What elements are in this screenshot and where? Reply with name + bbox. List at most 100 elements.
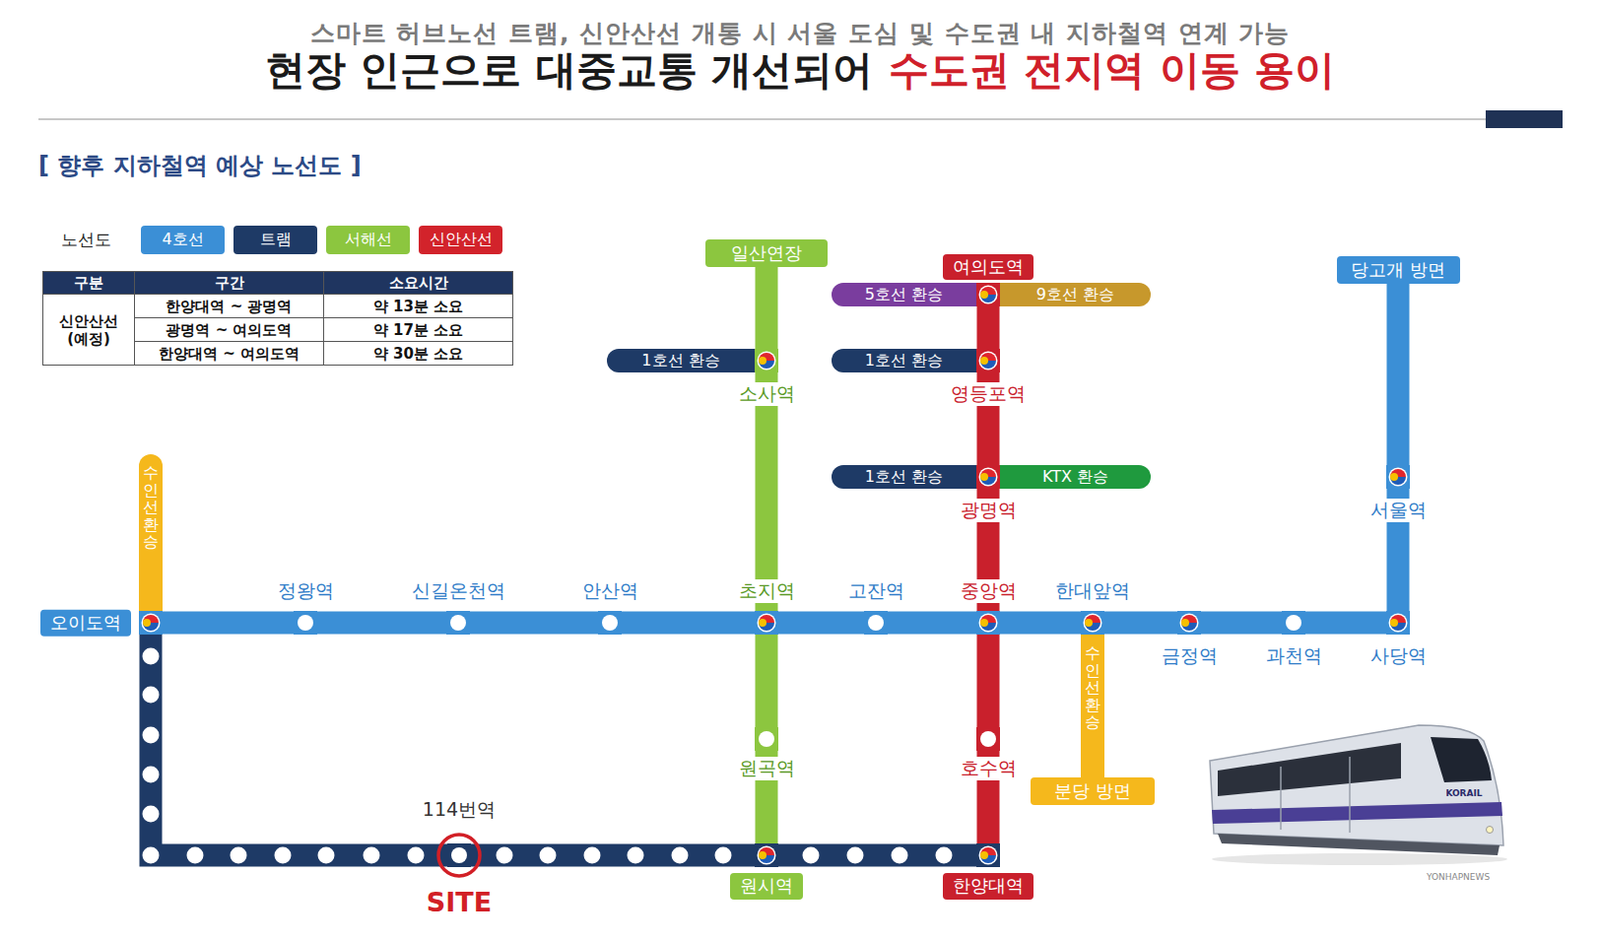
- node-text: 한대앞역: [1052, 579, 1134, 603]
- transfer-symbol: [976, 610, 1000, 635]
- tram-stop-dot: [802, 847, 820, 865]
- train-underframe: [1217, 833, 1500, 856]
- table-cell: 약 30분 소요: [323, 340, 514, 366]
- node-text: 9호선 환승: [1036, 284, 1115, 304]
- tram-stop-dot: [142, 766, 160, 784]
- node-text: 소사역: [735, 382, 799, 406]
- node-text: 신길온천역: [408, 579, 509, 603]
- train-logo: KORAIL: [1445, 788, 1482, 800]
- route-segment: [778, 844, 977, 867]
- table-cell: 광명역 ~ 여의도역: [133, 317, 325, 342]
- terminus-box: 일산연장: [705, 239, 828, 267]
- node-text: 114번역: [419, 798, 499, 822]
- station: 한양대역: [976, 843, 1000, 867]
- transfer-symbol: [976, 348, 1000, 373]
- station-dot: [1281, 610, 1306, 635]
- transfer-symbol: [754, 610, 779, 635]
- station: 원시역: [754, 843, 779, 867]
- train-headlight: [1486, 826, 1494, 834]
- headline: 현장 인근으로 대중교통 개선되어 수도권 전지역 이동 용이: [0, 46, 1600, 95]
- tram-stop-dot: [584, 847, 601, 865]
- tram-stop-dot: [407, 847, 425, 865]
- table-cell: 한양대역 ~ 여의도역: [133, 340, 325, 366]
- transfer-bar: 5호선 환승: [831, 282, 977, 307]
- station: 금정역: [1177, 610, 1201, 635]
- station: 영등포역: [976, 348, 1000, 373]
- node-text: 원곡역: [735, 756, 799, 781]
- node-text: 1호선 환승: [641, 350, 720, 370]
- train-door: [1279, 766, 1282, 830]
- transfer-symbol: [1177, 610, 1201, 635]
- station-dot: [293, 610, 318, 635]
- station: 원곡역: [754, 727, 779, 751]
- station: 서울역: [1386, 465, 1410, 489]
- legend-swatch: 트램: [233, 225, 318, 255]
- node-text: 초지역: [735, 579, 799, 603]
- route-segment: [755, 266, 779, 349]
- transfer-column: 수인선 환승: [138, 454, 163, 611]
- station: 오이도역: [138, 610, 163, 635]
- header-block: [1485, 110, 1563, 129]
- node-text: 고잔역: [845, 579, 908, 603]
- route-segment: [977, 306, 1000, 349]
- node-text: 원시역: [730, 872, 803, 900]
- headline-highlight: 수도권 전지역 이동 용이: [888, 46, 1335, 95]
- station-dot: [864, 610, 888, 635]
- station: 114번역: [447, 843, 471, 867]
- train-shadow: [1211, 853, 1508, 866]
- station: 사당역: [1386, 610, 1410, 635]
- tram-stop-dot: [363, 847, 381, 865]
- node-text: 정왕역: [274, 579, 337, 603]
- node-text: 안산역: [579, 579, 642, 603]
- route-segment: [1000, 611, 1081, 635]
- tram-stop-dot: [539, 847, 557, 865]
- train-stripe: [1211, 801, 1503, 824]
- route-segment: [470, 844, 755, 867]
- tram-stop-dot: [671, 847, 689, 865]
- direction-box: 분당 방면: [1030, 777, 1155, 805]
- tram-stop-dot: [935, 847, 953, 865]
- node-text: 분당 방면: [1054, 780, 1132, 802]
- tram-stop-dot: [318, 847, 335, 865]
- table-header: 구간: [133, 270, 325, 295]
- table-cell: 약 17분 소요: [323, 317, 514, 342]
- transfer-symbol: [976, 465, 1000, 489]
- route-segment: [977, 634, 1000, 728]
- train-windshield: [1430, 736, 1492, 783]
- legend-swatch: 4호선: [140, 225, 225, 255]
- transfer-symbol: [754, 348, 779, 373]
- header-rule: [38, 118, 1486, 120]
- legend-text: 트램: [260, 229, 292, 251]
- station: 한대앞역: [1080, 610, 1105, 635]
- title: 현장 인근으로 대중교통 개선되어: [265, 46, 873, 95]
- train-windows: [1217, 742, 1401, 797]
- station: 초지역: [754, 610, 779, 635]
- station-dot: [976, 727, 1000, 751]
- node-text: 1호선 환승: [865, 350, 943, 370]
- route-segment: [887, 611, 977, 635]
- station: 신길온천역: [446, 610, 470, 635]
- transfer-bar: KTX 환승: [1000, 465, 1151, 489]
- node-text: 과천역: [1263, 644, 1326, 668]
- route-segment: [162, 611, 294, 635]
- station: 중앙역: [976, 610, 1000, 635]
- station-dot: [446, 610, 470, 635]
- tram-stop-dot: [496, 847, 514, 865]
- tram-stop-dot: [891, 847, 909, 865]
- node-text: 오이도역: [40, 609, 132, 637]
- node-text: 여의도역: [942, 254, 1034, 281]
- transfer-bar: 1호선 환승: [606, 348, 755, 373]
- node-text: 호수역: [957, 756, 1020, 781]
- route-segment: [755, 634, 779, 728]
- route-segment: [778, 611, 865, 635]
- transfer-symbol: [976, 843, 1000, 867]
- subheading: 스마트 허브노선 트램, 신안산선 개통 시 서울 도심 및 수도권 내 지하철…: [310, 18, 1291, 49]
- station: 정왕역: [293, 610, 318, 635]
- station: 소사역: [754, 348, 779, 373]
- station-dot: [754, 727, 779, 751]
- transfer-bar: 1호선 환승: [831, 465, 977, 489]
- node-text: 한양대역: [942, 872, 1034, 900]
- route-segment: [1305, 611, 1387, 635]
- node-text: 수인선 환승: [1084, 644, 1101, 732]
